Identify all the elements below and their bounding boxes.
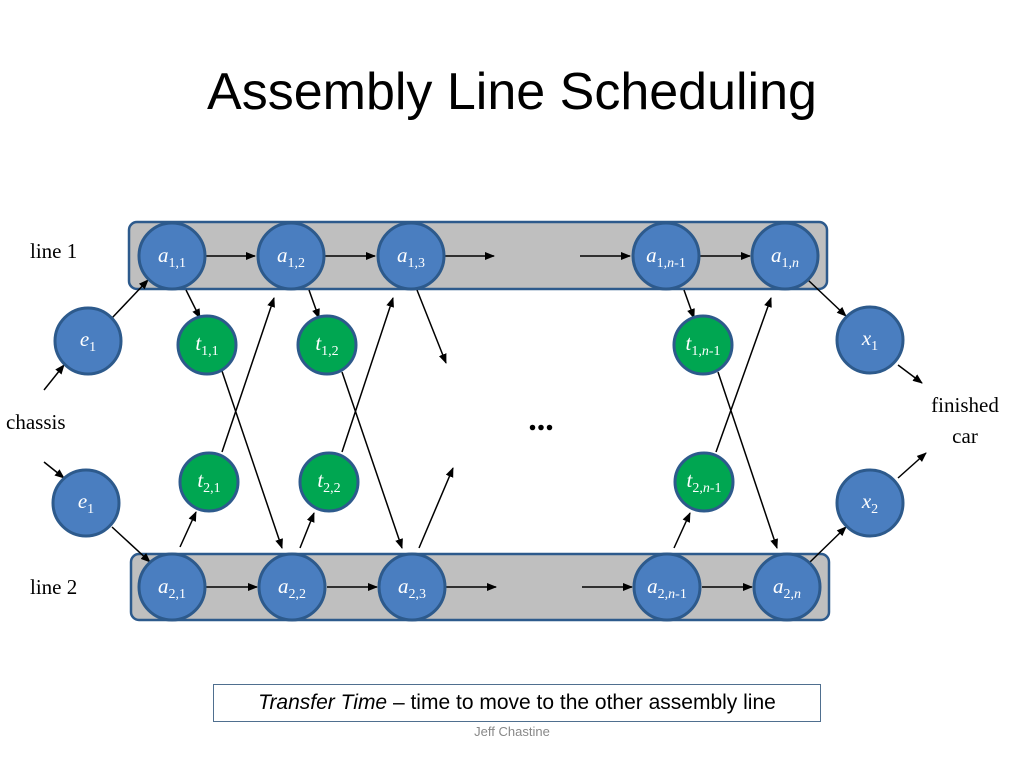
line1-label: line 1 [30,239,77,263]
svg-text:a2,3: a2,3 [398,574,426,602]
arrow-a1n1-t1n1 [683,289,695,319]
caption-definition: – time to move to the other assembly lin… [387,691,776,714]
arrow-chassis-e1-bottom [43,461,65,479]
entry-e1-top: e1 [53,306,123,376]
svg-text:a2,n: a2,n [773,574,801,602]
author-footer: Jeff Chastine [474,724,550,739]
transfer-t21: t2,1 [178,451,240,513]
station-a21: a2,1 [137,552,207,622]
svg-text:a2,n-1: a2,n-1 [647,574,687,602]
svg-text:x1: x1 [861,326,878,354]
exit-x2: x2 [835,468,905,538]
ellipsis: ... [528,401,554,438]
arrow-a2n-x2 [809,526,847,563]
arrow-a12-t12 [308,289,320,319]
svg-text:t2,2: t2,2 [317,468,340,496]
arrow-t22-a13 [341,297,394,453]
arrow-x1-finished [897,364,923,384]
arrow-a11-t11 [185,289,201,319]
svg-text:e1: e1 [80,327,96,355]
station-a13: a1,3 [376,221,446,291]
station-a23: a2,3 [377,552,447,622]
svg-text:a2,1: a2,1 [158,574,186,602]
svg-text:a1,n: a1,n [771,243,799,271]
arrow-t12-a23 [341,371,403,549]
arrow-a23-up [418,467,454,549]
station-a22: a2,2 [257,552,327,622]
transfer-t11: t1,1 [176,314,238,376]
arrow-t1n1-a2n [717,371,778,549]
station-a1n: a1,n [750,221,820,291]
arrow-a21-t21 [179,511,197,548]
entry-e1-bottom: e1 [51,468,121,538]
station-a12: a1,2 [256,221,326,291]
caption-term: Transfer Time [258,691,388,714]
svg-text:a2,2: a2,2 [278,574,306,602]
arrow-a22-t22 [299,512,315,549]
transfer-time-caption: Transfer Time – time to move to the othe… [213,684,821,722]
svg-text:t2,1: t2,1 [197,468,220,496]
svg-text:t1,2: t1,2 [315,331,338,359]
arrow-t21-a12 [221,297,275,453]
arrow-a2n1-t2n1 [673,512,691,549]
arrow-x2-finished [897,452,927,479]
arrow-t11-a22 [221,370,283,549]
svg-text:t2,n-1: t2,n-1 [686,468,721,496]
line2-label: line 2 [30,575,77,599]
arrow-chassis-e1-top [43,364,65,391]
svg-text:a1,3: a1,3 [397,243,425,271]
station-a11: a1,1 [137,221,207,291]
station-a1n-1: a1,n-1 [631,221,701,291]
transfer-t12: t1,2 [296,314,358,376]
station-a2n: a2,n [752,552,822,622]
arrow-t2n1-a1n [715,297,772,453]
slide-title: Assembly Line Scheduling [207,63,817,121]
transfer-t2n-1: t2,n-1 [673,451,735,513]
svg-text:e1: e1 [78,489,94,517]
svg-text:a1,n-1: a1,n-1 [646,243,686,271]
arrow-e1-a21 [111,526,151,563]
transfer-t22: t2,2 [298,451,360,513]
station-a2n-1: a2,n-1 [632,552,702,622]
svg-text:x2: x2 [861,489,878,517]
svg-text:a1,1: a1,1 [158,243,186,271]
chassis-label: chassis [6,410,66,434]
car-label: car [952,424,978,448]
transfer-t1n-1: t1,n-1 [672,314,734,376]
svg-text:a1,2: a1,2 [277,243,305,271]
arrow-a1n-x1 [807,279,847,317]
svg-text:t1,1: t1,1 [195,331,218,359]
arrow-e1-a11 [111,279,149,319]
arrow-a13-down [416,289,447,364]
exit-x1: x1 [835,305,905,375]
finished-label: finished [931,393,999,417]
svg-text:t1,n-1: t1,n-1 [685,331,720,359]
